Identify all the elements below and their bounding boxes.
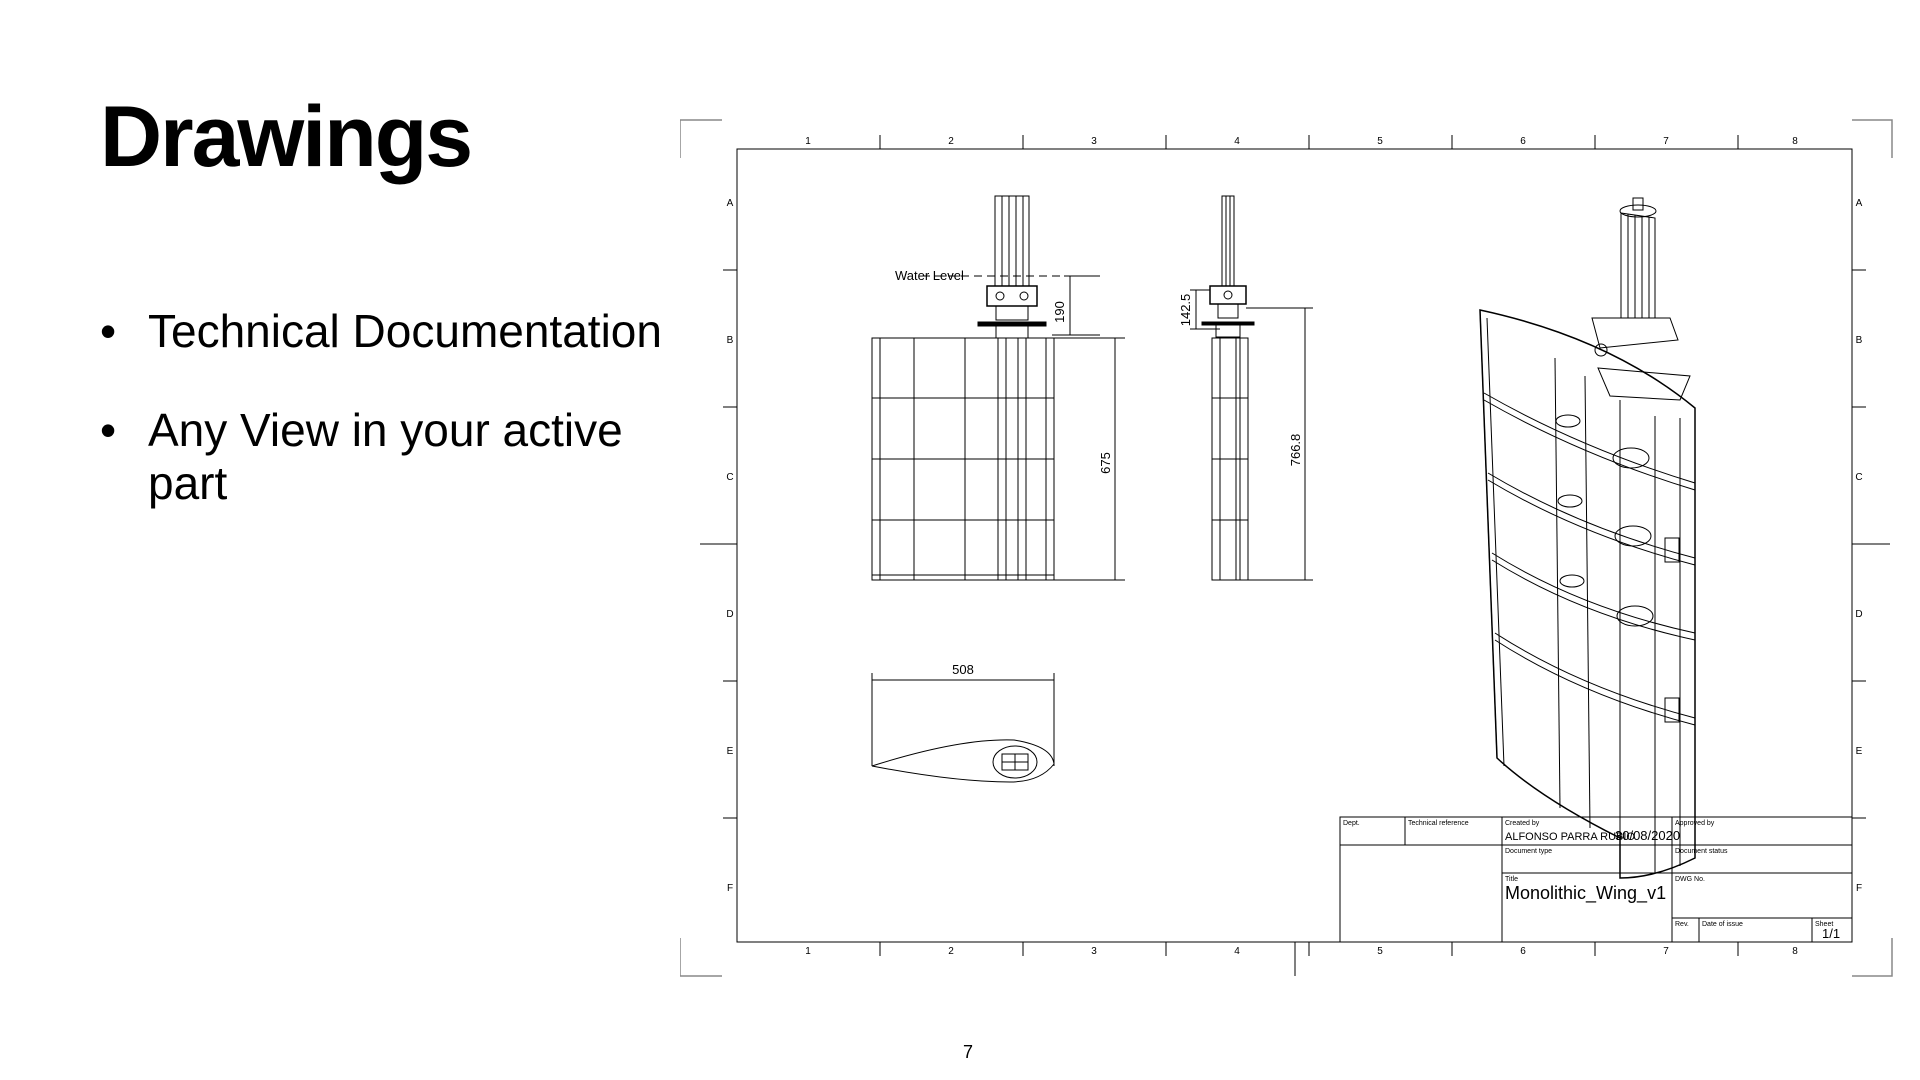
row-label: C xyxy=(726,472,733,483)
top-view xyxy=(871,673,1055,783)
column-label: 1 xyxy=(805,136,811,147)
title-block xyxy=(1339,816,1853,943)
column-label: 4 xyxy=(1234,946,1240,957)
column-label: 2 xyxy=(948,136,954,147)
created-date-value: 30/08/2020 xyxy=(1615,828,1680,843)
created-by-value: ALFONSO PARRA RUBIO xyxy=(1505,831,1635,843)
dept-label: Dept. xyxy=(1343,820,1360,827)
column-label: 5 xyxy=(1377,136,1383,147)
column-label: 8 xyxy=(1792,946,1798,957)
column-label: 2 xyxy=(948,946,954,957)
document-status-label: Document status xyxy=(1675,848,1728,855)
sheet-value: 1/1 xyxy=(1822,926,1840,941)
column-label: 8 xyxy=(1792,136,1798,147)
row-label: A xyxy=(727,198,734,209)
row-label: B xyxy=(727,335,734,346)
row-label: A xyxy=(1856,198,1863,209)
bullet-item: Technical Documentation xyxy=(100,305,680,358)
title-block-labels: Dept. Technical reference Created by App… xyxy=(1343,820,1833,928)
dimension-508: 508 xyxy=(952,662,974,677)
document-type-label: Document type xyxy=(1505,848,1552,855)
title-label: Title xyxy=(1505,876,1518,883)
column-ticks xyxy=(879,135,1739,956)
row-labels: A B C D E F A B C D E F xyxy=(726,198,1862,894)
dimension-675: 675 xyxy=(1098,452,1113,474)
rev-label: Rev. xyxy=(1675,921,1689,928)
row-label: C xyxy=(1855,472,1862,483)
bullet-item: Any View in your active part xyxy=(100,404,680,510)
row-label: F xyxy=(1856,883,1862,894)
sheet-label: Sheet xyxy=(1815,921,1833,928)
column-label: 3 xyxy=(1091,946,1097,957)
front-view xyxy=(871,195,1125,581)
column-labels: 1 2 3 4 5 6 7 8 1 2 3 4 5 6 7 8 xyxy=(805,136,1798,957)
row-label: F xyxy=(727,883,733,894)
water-level-label: Water Level xyxy=(895,268,964,283)
column-label: 6 xyxy=(1520,946,1526,957)
technical-drawing: 1 2 3 4 5 6 7 8 1 2 3 4 5 6 7 8 A B C D … xyxy=(680,119,1893,977)
row-label: B xyxy=(1856,335,1863,346)
dimension-190: 190 xyxy=(1052,301,1067,323)
dimension-142-5: 142.5 xyxy=(1178,294,1193,327)
column-label: 4 xyxy=(1234,136,1240,147)
dwg-no-label: DWG No. xyxy=(1675,876,1705,883)
date-of-issue-label: Date of issue xyxy=(1702,921,1743,928)
row-label: E xyxy=(1856,746,1863,757)
drawing-title-value: Monolithic_Wing_v1 xyxy=(1505,883,1666,904)
column-label: 5 xyxy=(1377,946,1383,957)
dimension-766-8: 766.8 xyxy=(1288,434,1303,467)
isometric-view xyxy=(1479,197,1696,879)
created-by-label: Created by xyxy=(1505,820,1540,827)
technical-reference-label: Technical reference xyxy=(1408,820,1469,827)
approved-by-label: Approved by xyxy=(1675,820,1715,827)
column-label: 6 xyxy=(1520,136,1526,147)
row-label: D xyxy=(1855,609,1862,620)
side-view xyxy=(1190,195,1313,581)
row-label: E xyxy=(727,746,734,757)
row-label: D xyxy=(726,609,733,620)
slide-title: Drawings xyxy=(100,89,473,185)
column-label: 3 xyxy=(1091,136,1097,147)
column-label: 7 xyxy=(1663,946,1669,957)
column-label: 1 xyxy=(805,946,811,957)
bullet-list: Technical Documentation Any View in your… xyxy=(100,305,680,556)
page-number: 7 xyxy=(962,1042,973,1062)
column-label: 7 xyxy=(1663,136,1669,147)
